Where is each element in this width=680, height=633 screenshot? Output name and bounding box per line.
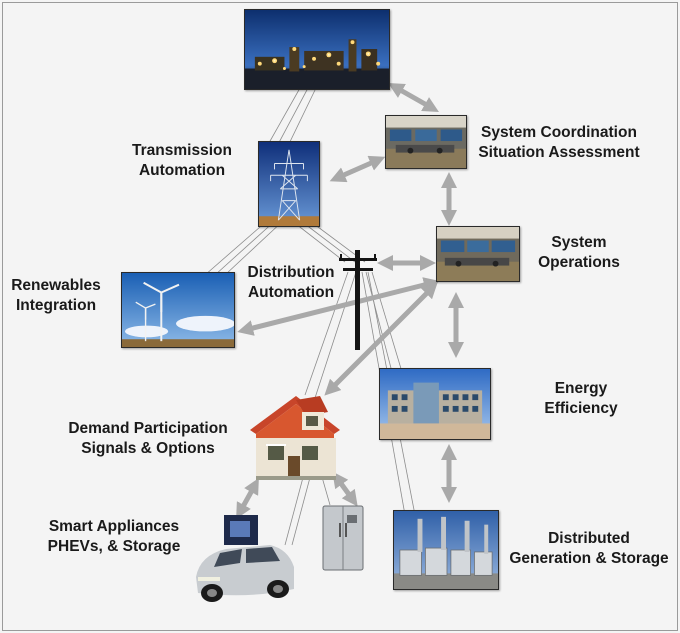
- label-line: Energy: [554, 380, 608, 397]
- label-line: Integration: [15, 297, 97, 314]
- label-line: System: [551, 234, 607, 251]
- label-line: PHEVs, & Storage: [47, 538, 181, 555]
- label-energy-efficiency: Energy Efficiency: [536, 379, 626, 419]
- label-line: Distributed: [548, 530, 630, 547]
- label-line: Automation: [247, 284, 335, 301]
- label-system-coordination: System Coordination Situation Assessment: [470, 123, 648, 163]
- wind-turbines-image: [121, 272, 235, 348]
- label-distributed-generation: Distributed Generation & Storage: [504, 529, 674, 569]
- label-line: Situation Assessment: [478, 144, 640, 161]
- label-transmission-automation: Transmission Automation: [126, 141, 238, 181]
- utility-pole-icon: [339, 250, 377, 350]
- arrow-operations-home: [324, 282, 438, 396]
- refrigerator-image: [322, 505, 364, 571]
- transmission-tower-image: [258, 141, 320, 227]
- label-line: Efficiency: [544, 400, 618, 417]
- label-smart-appliances: Smart Appliances PHEVs, & Storage: [36, 517, 192, 557]
- arrow-home-fridge: [332, 471, 358, 507]
- label-line: Demand Participation: [68, 420, 228, 437]
- arrow-transmission-coordination: [329, 155, 386, 183]
- power-plant-image: [244, 9, 390, 90]
- label-line: Transmission: [132, 142, 232, 159]
- control-room-coordination-image: [385, 115, 467, 169]
- label-line: Operations: [538, 254, 620, 271]
- electric-car-image: [196, 515, 294, 602]
- label-distribution-automation: Distribution Automation: [242, 263, 340, 303]
- label-line: Signals & Options: [81, 440, 215, 457]
- label-line: Renewables: [11, 277, 101, 294]
- label-demand-participation: Demand Participation Signals & Options: [60, 419, 236, 459]
- label-renewables-integration: Renewables Integration: [4, 276, 108, 316]
- label-line: Generation & Storage: [509, 550, 669, 567]
- arrow-plant-coordination: [388, 83, 439, 112]
- label-line: System Coordination: [481, 124, 637, 141]
- distributed-generation-image: [393, 510, 499, 590]
- label-system-operations: System Operations: [526, 233, 632, 273]
- office-building-image: [379, 368, 491, 440]
- label-line: Smart Appliances: [48, 518, 180, 535]
- label-line: Distribution: [247, 264, 335, 281]
- arrow-home-car: [236, 478, 259, 519]
- label-line: Automation: [138, 162, 226, 179]
- house-image: [250, 396, 340, 480]
- control-room-operations-image: [436, 226, 520, 282]
- arrows: [236, 83, 465, 519]
